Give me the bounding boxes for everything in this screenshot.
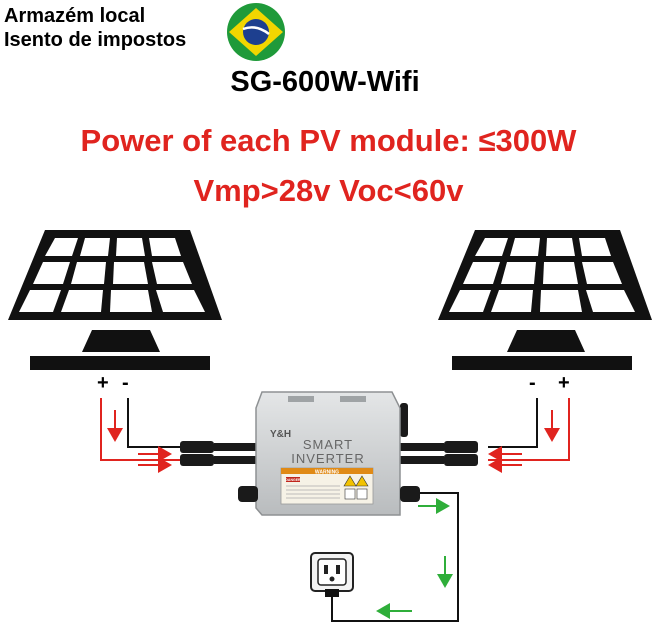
antenna-icon <box>400 403 408 437</box>
plus-label-left: + <box>97 372 109 394</box>
hazard-icon <box>343 475 357 487</box>
local-line-1: Armazém local <box>4 5 146 27</box>
right-connectors <box>400 441 478 466</box>
inverter-unit: Y&H SMART INVERTER WARNING DANGER <box>238 391 420 516</box>
left-connectors <box>180 441 258 466</box>
inverter-label-inverter: INVERTER <box>291 451 365 466</box>
minus-label-right: - <box>529 372 536 394</box>
left-dc-wires <box>100 398 180 473</box>
brazil-flag-icon <box>227 3 285 61</box>
inverter-brand: Y&H <box>270 429 291 440</box>
voltage-spec: Vmp>28v Voc<60v <box>193 173 464 208</box>
inverter-label-smart: SMART <box>303 437 353 452</box>
solar-panel-icon <box>8 230 222 370</box>
solar-panel-icon <box>438 230 652 370</box>
warning-label: WARNING DANGER <box>280 467 374 505</box>
local-line-2: Isento de impostos <box>4 29 187 51</box>
local-warehouse-label: Armazém local Isento de impostos <box>4 4 186 52</box>
power-spec: Power of each PV module: ≤300W <box>80 123 577 158</box>
model-title: SG-600W-Wifi <box>230 66 420 98</box>
hazard-icon <box>355 475 369 487</box>
wall-socket-icon <box>310 552 354 597</box>
minus-label-left: - <box>122 372 129 394</box>
ac-output-wire <box>331 492 459 622</box>
right-dc-wires <box>488 398 570 473</box>
warning-title: WARNING <box>315 470 339 476</box>
plus-label-right: + <box>558 372 570 394</box>
ac-gland-right <box>400 486 420 502</box>
danger-tag: DANGER <box>285 478 301 482</box>
ac-gland-left <box>238 486 258 502</box>
